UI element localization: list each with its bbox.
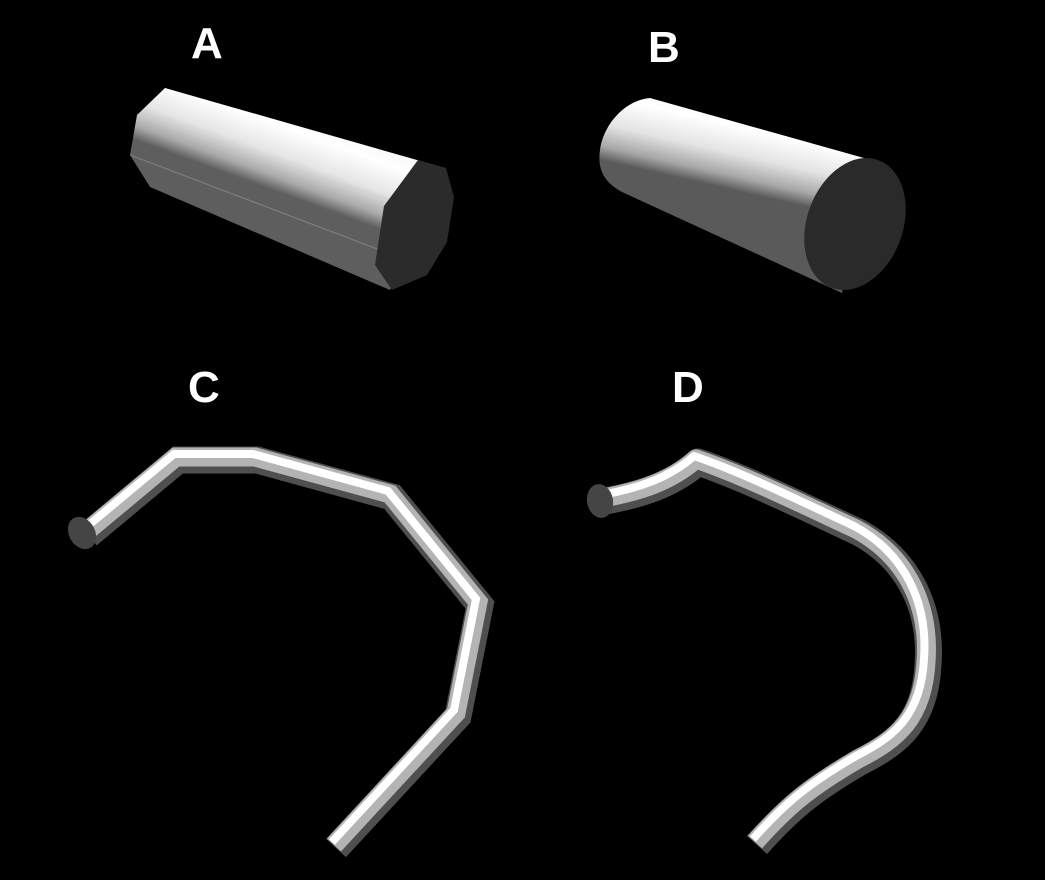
cylinder-a-facet-edge	[136, 114, 406, 206]
cylinder-a-facet-edge	[129, 154, 381, 251]
cylinder-a-end-cap	[375, 160, 454, 290]
cylinder-b-body	[599, 98, 864, 293]
tube-d-highlight	[595, 452, 929, 842]
polyline-tube-c	[67, 446, 495, 858]
cylinder-b-end-cap	[804, 158, 906, 290]
panel-label-a: A	[191, 19, 223, 68]
tube-d-end-cap	[586, 484, 614, 518]
tube-c-highlight	[81, 450, 481, 845]
tube-d-shadow	[597, 448, 942, 854]
faceted-cylinder-a	[129, 88, 454, 290]
tube-c-body	[79, 447, 489, 852]
tube-c-end-cap	[67, 516, 97, 550]
smooth-cylinder-b	[599, 98, 906, 293]
panel-label-c: C	[188, 363, 220, 412]
panel-label-d: D	[672, 363, 704, 412]
curved-tube-d	[586, 448, 942, 854]
tube-d-body	[596, 449, 936, 849]
panel-label-b: B	[648, 23, 680, 72]
